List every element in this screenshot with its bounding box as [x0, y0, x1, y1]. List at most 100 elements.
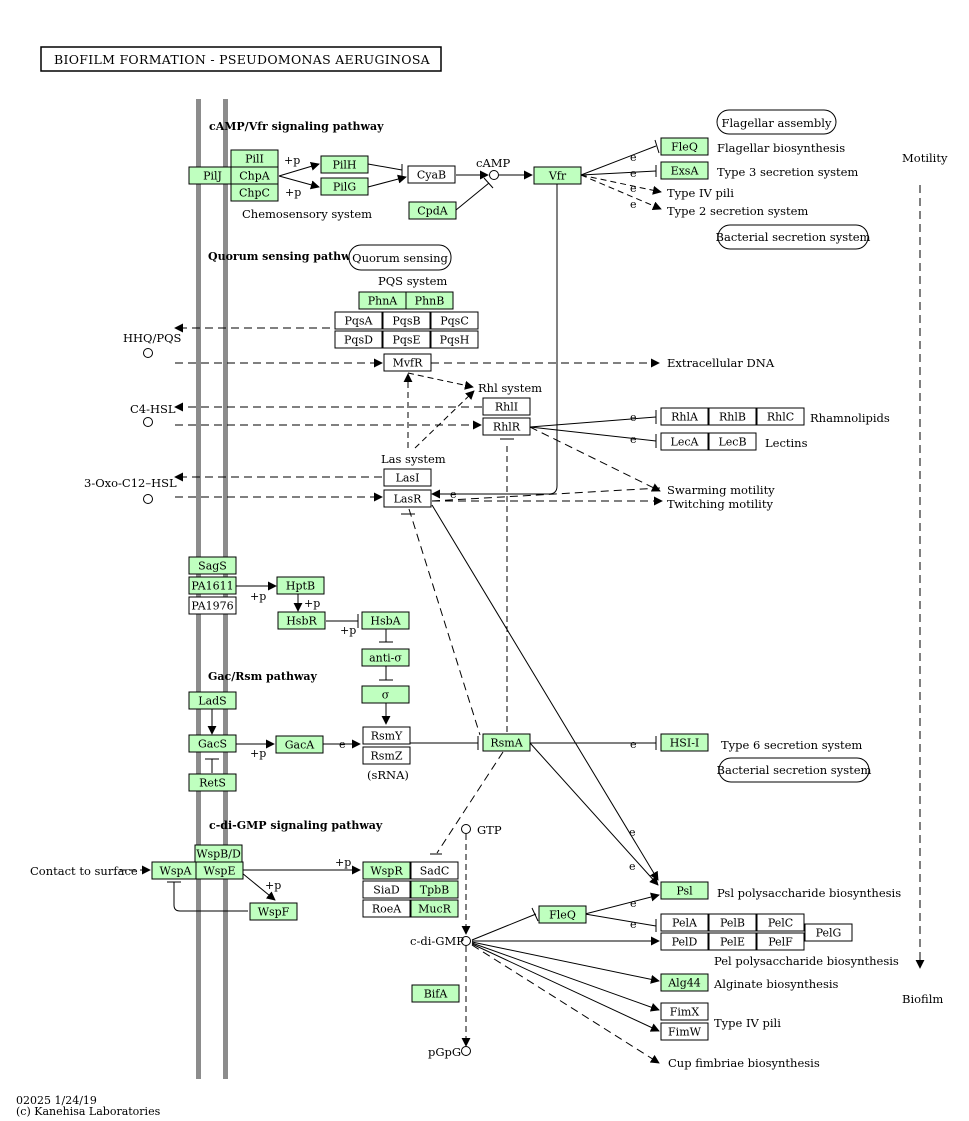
gene-pelg[interactable]: PelG [804, 923, 853, 942]
gene-phnb[interactable]: PhnB [405, 291, 454, 310]
c4hsl-compound[interactable] [143, 417, 153, 427]
label-lectins: Lectins [765, 436, 808, 450]
gene-label: LecB [718, 436, 746, 449]
gene-lasr[interactable]: LasR [383, 489, 432, 508]
gene-lads[interactable]: LadS [188, 691, 237, 710]
gene-exsa[interactable]: ExsA [660, 161, 709, 180]
gene-pqse[interactable]: PqsE [382, 330, 431, 349]
gene-phna[interactable]: PhnA [358, 291, 407, 310]
gene-pele[interactable]: PelE [708, 932, 757, 951]
label-pqs-system: PQS system [378, 274, 447, 288]
gene-rhlb[interactable]: RhlB [708, 407, 757, 426]
gene-label: PilJ [203, 170, 222, 183]
gene-rhlr[interactable]: RhlR [482, 417, 531, 436]
gene-lecb[interactable]: LecB [708, 432, 757, 451]
link-bacterial-secretion-2[interactable]: Bacterial secretion system [717, 757, 872, 783]
gene-hsbr[interactable]: HsbR [277, 611, 326, 630]
gene-fimw[interactable]: FimW [660, 1022, 709, 1041]
oxo-compound[interactable] [143, 494, 153, 504]
gene-label: HptB [286, 580, 315, 593]
gene-label: WspR [370, 865, 403, 878]
camp-compound[interactable] [489, 170, 499, 180]
gene-roea[interactable]: RoeA [362, 899, 411, 918]
gene-wspr[interactable]: WspR [362, 861, 411, 880]
gene-fleq1[interactable]: FleQ [660, 137, 709, 156]
gene-label: RhlC [767, 411, 794, 424]
gene-pilj[interactable]: PilJ [188, 166, 237, 185]
gene-label: RsmY [371, 730, 403, 743]
gene-pili[interactable]: PilI [230, 149, 279, 168]
hhq-compound[interactable] [143, 348, 153, 358]
gene-fimx[interactable]: FimX [660, 1002, 709, 1021]
label-t4pili-1: Type IV pili [667, 186, 734, 200]
gene-gacs[interactable]: GacS [188, 734, 237, 753]
gene-label: ExsA [671, 165, 700, 178]
gene-wspa[interactable]: WspA [151, 861, 200, 880]
gene-label: PqsD [344, 334, 373, 347]
gene-pqsh[interactable]: PqsH [430, 330, 479, 349]
gene-pqsa[interactable]: PqsA [334, 311, 383, 330]
gene-pilg[interactable]: PilG [320, 177, 369, 196]
cdigmp-compound[interactable] [461, 936, 471, 946]
gene-label: PelC [768, 917, 793, 930]
gene-antisigma[interactable]: anti-σ [361, 648, 410, 667]
link-flagellar-assembly[interactable]: Flagellar assembly [716, 109, 837, 135]
gene-rsmz[interactable]: RsmZ [362, 746, 411, 765]
link-quorum-sensing[interactable]: Quorum sensing [348, 244, 452, 271]
gene-vfr[interactable]: Vfr [533, 166, 582, 185]
gene-rsmy[interactable]: RsmY [362, 726, 411, 745]
gene-mvfr[interactable]: MvfR [383, 353, 432, 372]
gene-tpbb[interactable]: TpbB [410, 880, 459, 899]
gene-cpda[interactable]: CpdA [408, 201, 457, 220]
gene-label: FleQ [671, 141, 698, 154]
gene-wspbd[interactable]: WspB/D [194, 844, 243, 863]
gene-rsma[interactable]: RsmA [482, 733, 531, 752]
gene-hptb[interactable]: HptB [276, 576, 325, 595]
gene-label: σ [382, 689, 390, 702]
gene-siad[interactable]: SiaD [362, 880, 411, 899]
gene-sags[interactable]: SagS [188, 556, 237, 575]
pgpg-compound[interactable] [461, 1046, 471, 1056]
gene-label: GacS [198, 738, 227, 751]
gene-pqsc[interactable]: PqsC [430, 311, 479, 330]
gene-pilh[interactable]: PilH [320, 155, 369, 174]
sign-p: +p [250, 590, 266, 603]
sign-e: e [630, 182, 637, 195]
gene-leca[interactable]: LecA [660, 432, 709, 451]
gene-cyab[interactable]: CyaB [407, 165, 456, 184]
gene-mucr[interactable]: MucR [410, 899, 459, 918]
gene-psl[interactable]: Psl [660, 881, 709, 900]
gene-gaca[interactable]: GacA [275, 735, 324, 754]
gene-pelb[interactable]: PelB [708, 913, 757, 932]
gene-sigma[interactable]: σ [361, 685, 410, 704]
link-bacterial-secretion-1[interactable]: Bacterial secretion system [716, 224, 871, 250]
gene-pa1611[interactable]: PA1611 [188, 576, 237, 595]
gene-lasi[interactable]: LasI [383, 468, 432, 487]
sign-e: e [630, 167, 637, 180]
gene-rets[interactable]: RetS [188, 773, 237, 792]
gene-pqsb[interactable]: PqsB [382, 311, 431, 330]
gene-rhla[interactable]: RhlA [660, 407, 709, 426]
gene-pelc[interactable]: PelC [756, 913, 805, 932]
gene-alg44[interactable]: Alg44 [660, 973, 709, 992]
gene-wspe[interactable]: WspE [195, 861, 244, 880]
gene-chpc[interactable]: ChpC [230, 183, 279, 202]
gene-label: BifA [424, 988, 449, 1001]
gene-label: FimW [668, 1026, 702, 1039]
label-rhamnolipids: Rhamnolipids [810, 411, 890, 425]
gtp-compound[interactable] [461, 824, 471, 834]
gene-pelf[interactable]: PelF [756, 932, 805, 951]
gene-pqsd[interactable]: PqsD [334, 330, 383, 349]
gene-pa1976[interactable]: PA1976 [188, 596, 237, 615]
gene-rhlc[interactable]: RhlC [756, 407, 805, 426]
gene-hsi1[interactable]: HSI-I [660, 733, 709, 752]
gene-pela[interactable]: PelA [660, 913, 709, 932]
gene-chpa[interactable]: ChpA [230, 166, 279, 185]
gene-wspf[interactable]: WspF [249, 902, 298, 921]
gene-fleq2[interactable]: FleQ [538, 905, 587, 924]
gene-peld[interactable]: PelD [660, 932, 709, 951]
gene-bifa[interactable]: BifA [411, 984, 460, 1003]
gene-rhli[interactable]: RhlI [482, 397, 531, 416]
gene-hsba[interactable]: HsbA [361, 611, 410, 630]
gene-sadc[interactable]: SadC [410, 861, 459, 880]
